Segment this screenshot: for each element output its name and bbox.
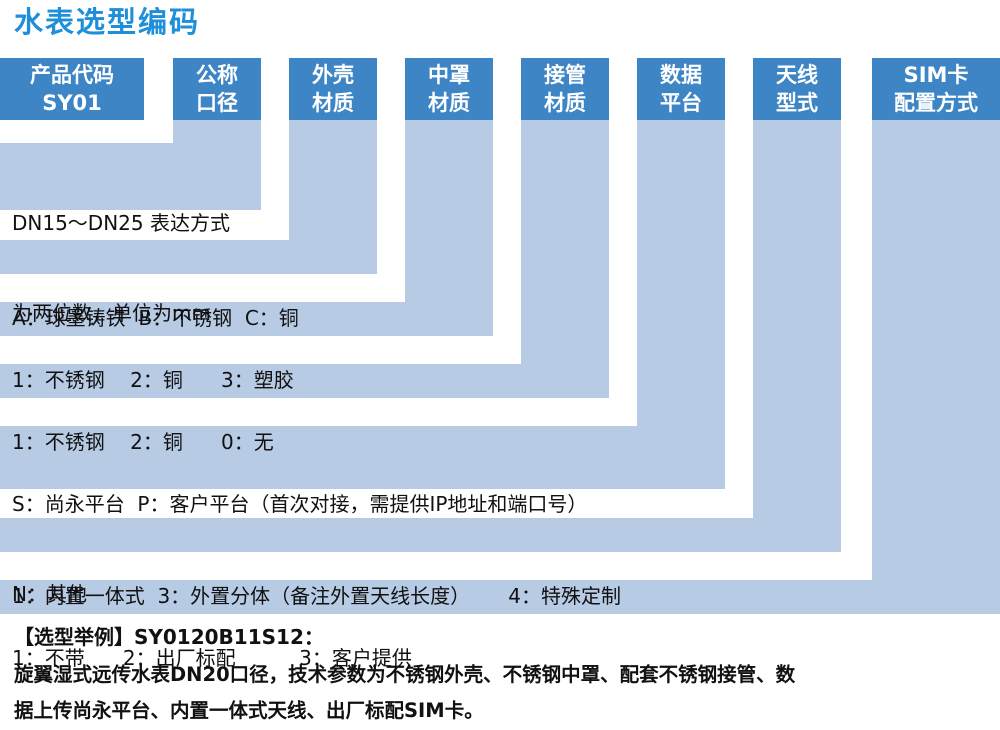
row-text-line: A：球墨铸铁 B：不锈钢 C：铜	[12, 306, 299, 330]
header-connector-material: 接管 材质	[521, 58, 609, 120]
header-middle-cover-material: 中罩 材质	[405, 58, 493, 120]
header-line: 公称	[196, 63, 238, 87]
connector-middle-cover-material	[405, 120, 493, 302]
connector-sim-card-config	[872, 120, 1000, 580]
header-line: 口径	[196, 91, 238, 115]
header-line: SY01	[42, 91, 102, 115]
row-text-line: N：其他	[12, 582, 87, 606]
row-panel-connector-material	[0, 364, 609, 398]
row-panel-antenna-type	[0, 518, 841, 552]
row-text-line: 1：不带 2：出厂标配 3：客户提供	[12, 646, 412, 670]
header-line: 配置方式	[894, 91, 978, 115]
connector-nominal-diameter	[173, 120, 261, 143]
header-line: 数据	[660, 63, 702, 87]
header-sim-card-config: SIM卡 配置方式	[872, 58, 1000, 120]
row-text-line: 为两位数，单位为mm	[12, 301, 211, 325]
header-line: 材质	[428, 91, 470, 115]
row-text-connector-material: 1：不锈钢 2：铜 0：无	[12, 367, 274, 517]
row-text-line: DN15～DN25 表达方式	[12, 211, 230, 235]
example-line-2: 据上传尚永平台、内置一体式天线、出厂标配SIM卡。	[14, 699, 484, 722]
row-panel-shell-material	[0, 240, 377, 274]
example-line-1: 旋翼湿式远传水表DN20口径，技术参数为不锈钢外壳、不锈钢中罩、配套不锈钢接管、…	[14, 663, 796, 686]
connector-connector-material	[521, 120, 609, 364]
row-text-line: 1：内置一体式 3：外置分体（备注外置天线长度） 4：特殊定制	[12, 584, 622, 608]
header-line: 天线	[776, 63, 818, 87]
row-text-middle-cover-material: 1：不锈钢 2：铜 3：塑胶	[12, 305, 294, 455]
connector-data-platform	[637, 120, 725, 426]
header-line: SIM卡	[903, 63, 969, 87]
header-line: 材质	[312, 91, 354, 115]
header-line: 接管	[544, 63, 586, 87]
row-panel-nominal-diameter	[0, 143, 261, 210]
row-text-data-platform: S：尚永平台 P：客户平台（首次对接，需提供IP地址和端口号） N：其他	[12, 429, 587, 669]
header-nominal-diameter: 公称 口径	[173, 58, 261, 120]
header-product-code: 产品代码 SY01	[0, 58, 144, 120]
header-line: 中罩	[428, 63, 470, 87]
header-line: 平台	[660, 91, 702, 115]
row-panel-sim-card-config	[0, 580, 1000, 614]
row-text-sim-card-config: 1：不带 2：出厂标配 3：客户提供	[12, 583, 412, 730]
connector-shell-material	[289, 120, 377, 240]
header-line: 产品代码	[30, 63, 114, 87]
header-line: 材质	[544, 91, 586, 115]
page-title: 水表选型编码	[14, 5, 201, 39]
example-label: 【选型举例】SY0120B11S12：	[14, 625, 324, 649]
row-text-line: S：尚永平台 P：客户平台（首次对接，需提供IP地址和端口号）	[12, 492, 588, 516]
row-text-line: 1：不锈钢 2：铜 0：无	[12, 430, 274, 454]
connector-antenna-type	[753, 120, 841, 518]
header-antenna-type: 天线 型式	[753, 58, 841, 120]
row-text-line: 1：不锈钢 2：铜 3：塑胶	[12, 368, 294, 392]
header-line: 型式	[776, 91, 818, 115]
row-panel-data-platform	[0, 426, 725, 489]
row-text-antenna-type: 1：内置一体式 3：外置分体（备注外置天线长度） 4：特殊定制	[12, 521, 621, 671]
row-text-shell-material: A：球墨铸铁 B：不锈钢 C：铜	[12, 243, 299, 393]
row-panel-middle-cover-material	[0, 302, 493, 336]
header-shell-material: 外壳 材质	[289, 58, 377, 120]
header-data-platform: 数据 平台	[637, 58, 725, 120]
header-line: 外壳	[312, 63, 354, 87]
row-text-nominal-diameter: DN15～DN25 表达方式 为两位数，单位为mm	[12, 148, 230, 388]
